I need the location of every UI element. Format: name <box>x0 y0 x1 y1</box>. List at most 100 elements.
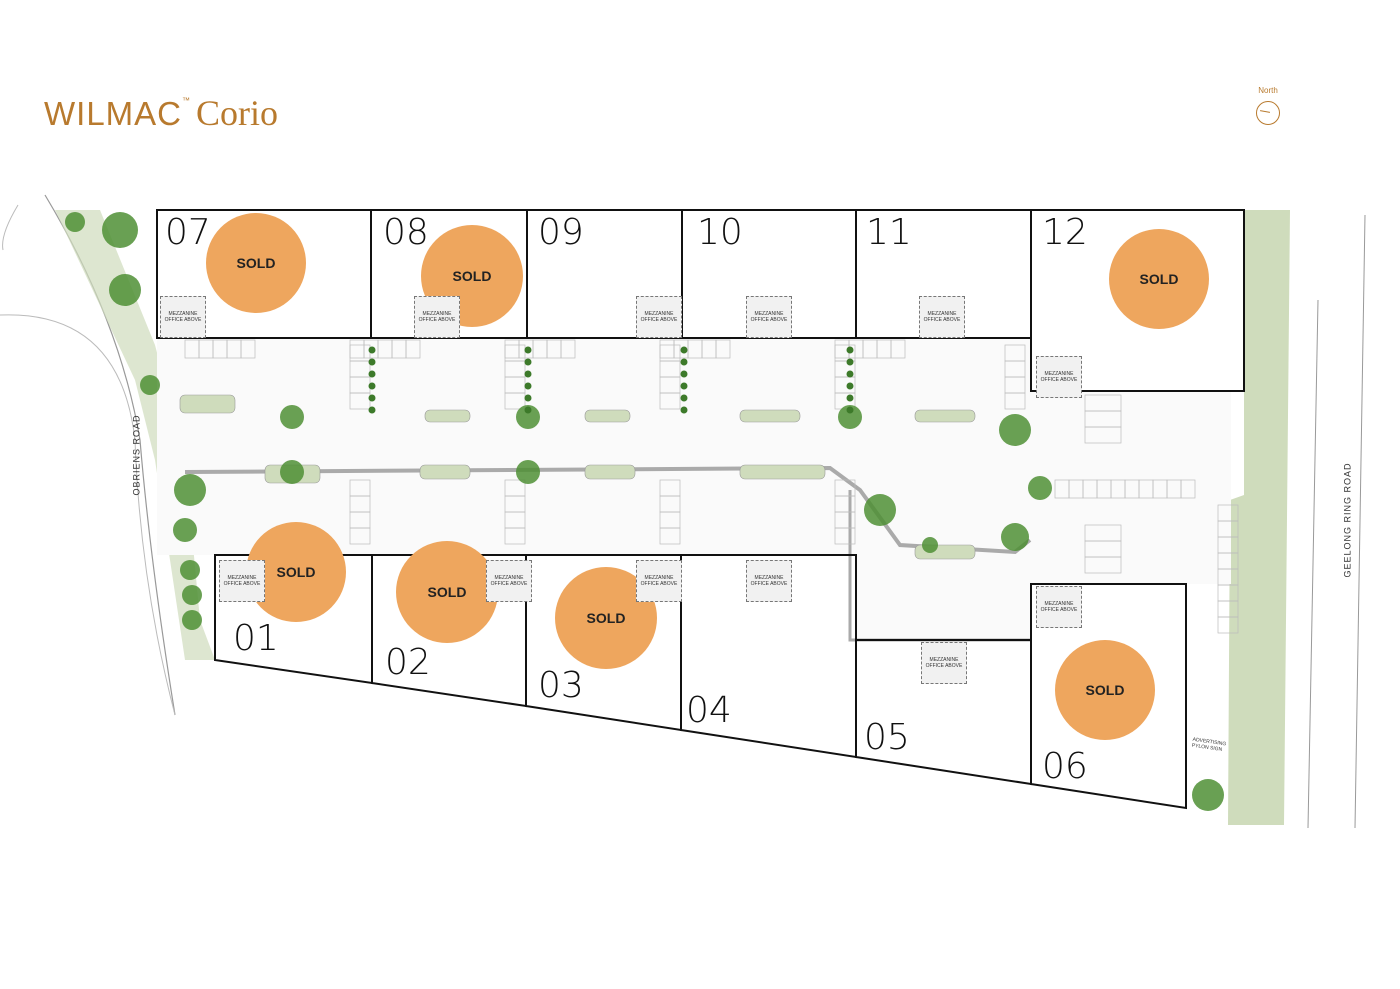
lot-number: 04 <box>686 690 732 731</box>
tree-icon <box>516 405 540 429</box>
parking-bay <box>349 392 371 410</box>
tree-icon <box>109 274 141 306</box>
tree-icon <box>1192 779 1224 811</box>
shrub-icon <box>680 358 688 366</box>
logo-trademark: ™ <box>182 96 190 105</box>
parking-bay <box>1217 616 1239 634</box>
parking-bay <box>405 339 421 359</box>
parking-bay <box>659 392 681 410</box>
shrub-icon <box>368 358 376 366</box>
lot-12[interactable] <box>1030 209 1245 392</box>
parking-bay <box>560 339 576 359</box>
garden-bed <box>739 409 801 423</box>
sold-badge: SOLD <box>396 541 498 643</box>
mezzanine-office: MEZZANINE OFFICE ABOVE <box>636 560 682 602</box>
lot-number: 07 <box>165 212 211 253</box>
tree-icon <box>280 405 304 429</box>
north-compass: North <box>1250 86 1286 125</box>
garden-bed <box>419 464 471 480</box>
garden-bed <box>424 409 471 423</box>
garden-bed <box>739 464 826 480</box>
tree-icon <box>516 460 540 484</box>
sold-badge: SOLD <box>1109 229 1209 329</box>
mezzanine-office: MEZZANINE OFFICE ABOVE <box>746 560 792 602</box>
shrub-icon <box>524 346 532 354</box>
parking-bay <box>504 392 526 410</box>
tree-icon <box>1001 523 1029 551</box>
shrub-icon <box>846 406 854 414</box>
mezzanine-office: MEZZANINE OFFICE ABOVE <box>219 560 265 602</box>
driveway-east <box>1031 391 1231 584</box>
shrub-icon <box>680 406 688 414</box>
geelong-road-edge-1 <box>1354 214 1366 829</box>
shrub-icon <box>680 346 688 354</box>
shrub-icon <box>846 346 854 354</box>
mezzanine-office: MEZZANINE OFFICE ABOVE <box>486 560 532 602</box>
shrub-icon <box>368 406 376 414</box>
lot-number: 03 <box>538 665 584 706</box>
tree-icon <box>922 537 938 553</box>
lot-number: 09 <box>538 212 584 253</box>
lot-number: 11 <box>866 212 912 253</box>
mezzanine-office: MEZZANINE OFFICE ABOVE <box>746 296 792 338</box>
shrub-icon <box>846 382 854 390</box>
shrub-icon <box>524 358 532 366</box>
parking-bay <box>890 339 906 359</box>
tree-icon <box>999 414 1031 446</box>
tree-icon <box>180 560 200 580</box>
garden-bed <box>584 409 631 423</box>
mezzanine-office: MEZZANINE OFFICE ABOVE <box>160 296 206 338</box>
shrub-icon <box>368 346 376 354</box>
parking-bay <box>504 527 526 545</box>
obriens-road-label: OBRIENS ROAD <box>131 414 142 496</box>
tree-icon <box>1028 476 1052 500</box>
parking-bay <box>715 339 731 359</box>
parking-bay <box>1180 479 1196 499</box>
mezzanine-office: MEZZANINE OFFICE ABOVE <box>414 296 460 338</box>
parking-bay <box>659 527 681 545</box>
mezzanine-office: MEZZANINE OFFICE ABOVE <box>919 296 965 338</box>
shrub-icon <box>680 370 688 378</box>
mezzanine-office: MEZZANINE OFFICE ABOVE <box>921 642 967 684</box>
shrub-icon <box>846 370 854 378</box>
garden-bed <box>584 464 636 480</box>
shrub-icon <box>524 406 532 414</box>
lot-06[interactable] <box>1030 583 1187 810</box>
mezzanine-office: MEZZANINE OFFICE ABOVE <box>636 296 682 338</box>
shrub-icon <box>524 382 532 390</box>
parking-bay <box>349 527 371 545</box>
tree-icon <box>864 494 896 526</box>
geelong-ring-road-label: GEELONG RING ROAD <box>1342 462 1353 578</box>
lot-number: 08 <box>383 212 429 253</box>
lot-number: 05 <box>864 717 910 758</box>
eastern-landscape-strip <box>1228 210 1290 825</box>
tree-icon <box>838 405 862 429</box>
mezzanine-office: MEZZANINE OFFICE ABOVE <box>1036 586 1082 628</box>
shrub-icon <box>680 394 688 402</box>
sold-badge: SOLD <box>555 567 657 669</box>
sold-badge: SOLD <box>206 213 306 313</box>
tree-icon <box>102 212 138 248</box>
garden-bed <box>914 409 976 423</box>
parking-bay <box>240 339 256 359</box>
logo-place: Corio <box>196 93 279 133</box>
lot-number: 12 <box>1042 212 1088 253</box>
tree-icon <box>65 212 85 232</box>
garden-bed <box>179 394 236 414</box>
tree-icon <box>182 610 202 630</box>
shrub-icon <box>524 394 532 402</box>
shrub-icon <box>368 382 376 390</box>
logo-brand: WILMAC <box>44 95 182 132</box>
shrub-icon <box>846 358 854 366</box>
tree-icon <box>280 460 304 484</box>
parking-bay <box>1004 392 1026 410</box>
shrub-icon <box>368 370 376 378</box>
parking-bay <box>1084 556 1122 574</box>
lot-number: 06 <box>1042 746 1088 787</box>
tree-icon <box>140 375 160 395</box>
parking-bay <box>834 527 856 545</box>
shrub-icon <box>846 394 854 402</box>
geelong-road-edge-2 <box>1307 299 1319 829</box>
roundabout-edge <box>2 204 19 251</box>
